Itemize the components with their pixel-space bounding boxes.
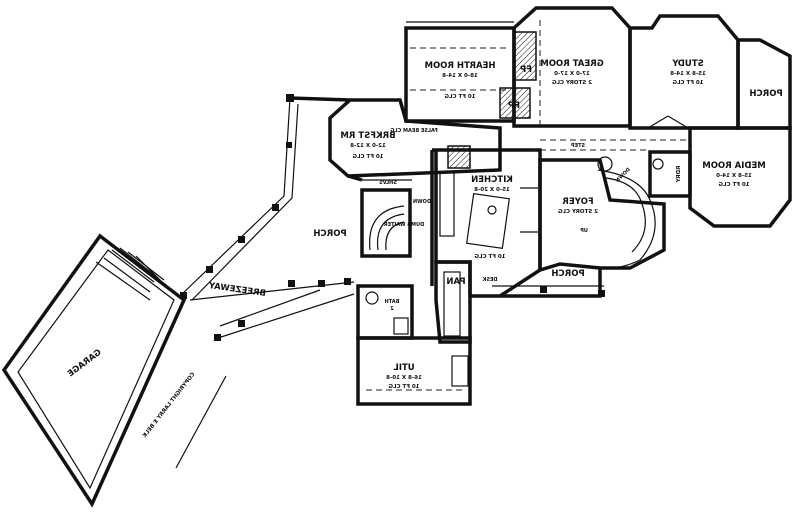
media-room [688,126,792,228]
rdry-label: RDRY [676,166,682,184]
study-porch [736,38,792,130]
pan-name: PAN [446,277,465,287]
desk-label: DESK [481,277,497,283]
media-name: MEDIA ROOM [702,161,765,171]
up-label: UP [580,228,588,234]
left-porch [179,94,351,301]
pantry [434,260,472,344]
brkfst-clg: 10 FT CLG [352,154,384,160]
down-label-2: DOWN [615,167,632,184]
porch-study-name: PORCH [749,89,782,99]
util-clg: 10 FT CLG [388,384,420,390]
porch-front-name: PORCH [551,269,584,279]
foyer [538,156,666,273]
garage-name: GARAGE [66,348,104,380]
fp-label-1: FP [520,65,532,75]
study-clg: 10 FT CLG [672,80,704,86]
fireplace-great [513,31,537,81]
step-label: STEP [571,143,585,149]
breezeway-name: BREEZEWAY [207,281,266,299]
fp-label-2: FP [508,101,520,111]
media-dims: 15-8 X 14-0 [716,173,752,179]
study-name: STUDY [671,59,703,69]
false-beam-label: FALSE BEAM CLG [390,128,437,134]
great-name: GREAT ROOM [540,59,603,69]
brkfst-name: BRKFST RM [340,131,395,141]
kitchen-clg: 10 FT CLG [474,254,506,260]
stair-back [360,179,412,258]
util-dims: 16-8 X 10-8 [386,375,422,381]
small-rooms [648,150,692,198]
kitchen-name: KITCHEN [471,175,513,185]
copyright-label: COPYRIGHT LARRY E BELK [141,372,196,440]
dumb-label: DUMB WAITER [384,222,425,228]
util-name: UTIL [393,363,415,373]
shlvs-label: SHLVS [379,180,397,186]
bath-name: BATH [385,299,400,305]
kitchen-dims: 15-0 X 20-8 [474,187,510,193]
brkfst-dims: 12-0 X 12-8 [350,143,386,149]
foyer-dims: 2 STORY CLG [558,209,599,215]
great-dims: 17-0 X 17-0 [554,71,590,77]
front-porch [492,139,690,298]
kitchen [432,145,542,298]
foyer-name: FOYER [562,197,594,207]
hearth-dims: 18-0 X 14-8 [442,73,478,79]
breakfast-room [328,98,502,178]
fireplace-hearth [499,87,531,119]
breezeway [189,278,355,341]
study-dims: 15-8 X 14-8 [670,71,706,77]
bath-num: 2 [390,306,394,312]
great-clg: 2 STORY CLG [552,80,593,86]
media-clg: 10 FT CLG [718,182,750,188]
hearth-name: HEARTH ROOM [425,61,496,71]
bath-2 [356,284,414,340]
hearth-clg: 10 FT CLG [444,94,476,100]
porch-left-name: PORCH [313,229,346,239]
down-label: DOWN [413,199,431,205]
garage [1,233,227,508]
hearth-room [404,21,516,123]
utility-room [356,336,472,406]
